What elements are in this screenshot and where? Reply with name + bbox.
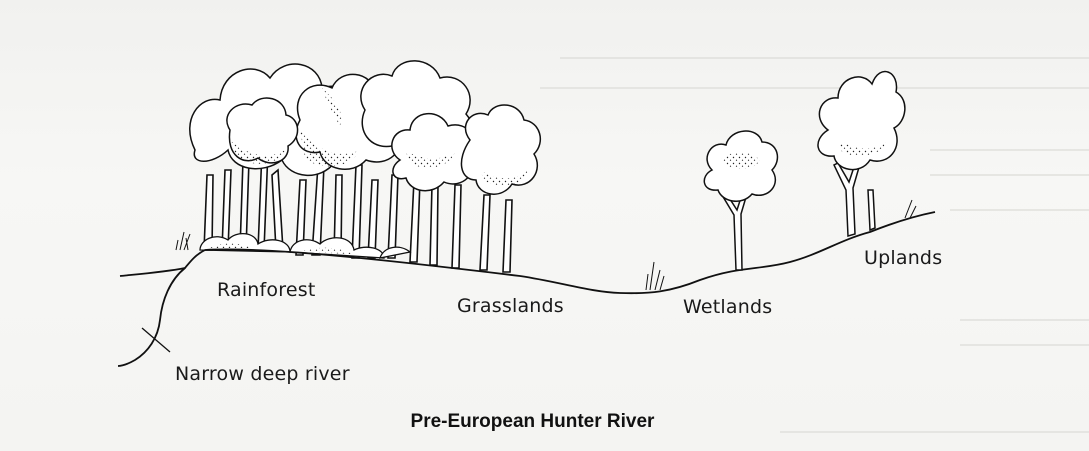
undergrowth-shading — [210, 243, 352, 254]
wetlands-tree — [703, 130, 779, 271]
river-label: Narrow deep river — [175, 363, 350, 385]
river-pointer — [141, 327, 171, 353]
uplands-label: Uplands — [864, 247, 943, 269]
river-bank — [117, 267, 186, 367]
figure-caption: Pre-European Hunter River — [0, 411, 1089, 433]
canopy-shading — [230, 88, 528, 186]
grass-tufts — [175, 199, 917, 291]
caption-text: Pre-European Hunter River — [410, 411, 655, 432]
rainforest-label: Rainforest — [217, 279, 316, 301]
ground-line — [119, 211, 936, 295]
wetlands-label: Wetlands — [683, 296, 773, 318]
grasslands-label: Grasslands — [457, 295, 564, 317]
